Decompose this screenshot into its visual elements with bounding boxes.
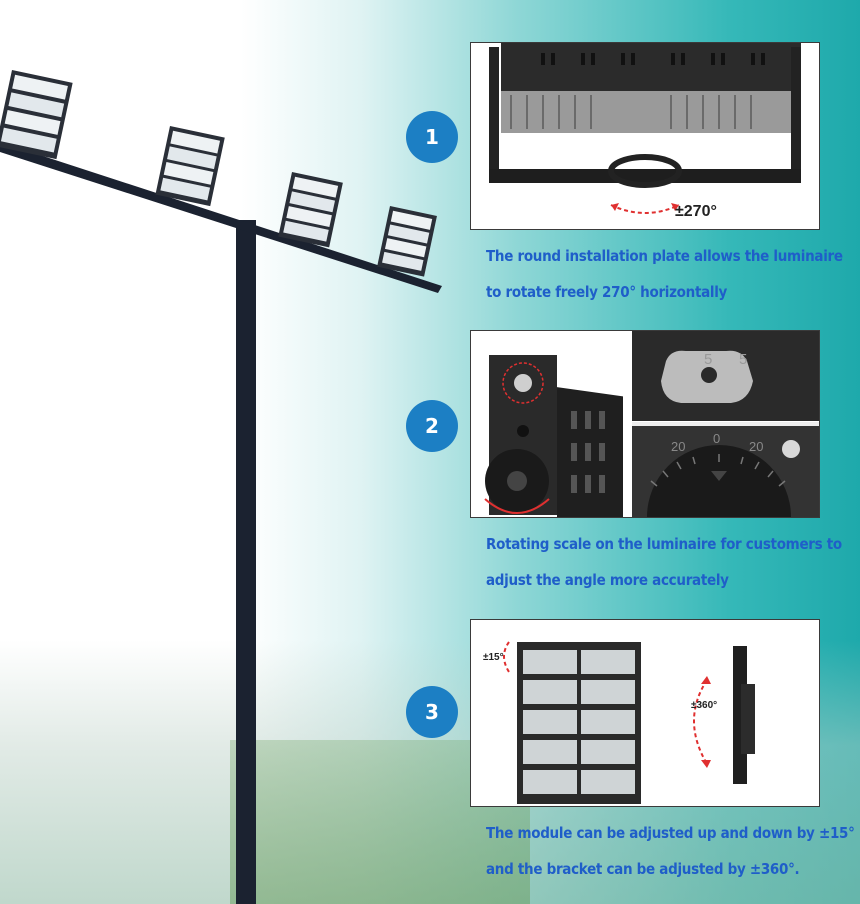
step-badge-1: 1	[406, 111, 458, 163]
feature-2-photo: 5 5 20 0 20	[470, 330, 820, 518]
feature-1-caption-line-2: to rotate freely 270° horizontally	[486, 283, 728, 301]
feature-1-caption: The round installation plate allows the …	[486, 238, 843, 310]
step-badge-3: 3	[406, 686, 458, 738]
feature-2-caption: Rotating scale on the luminaire for cust…	[486, 526, 842, 598]
feature-3-caption: The module can be adjusted up and down b…	[486, 815, 855, 887]
pole-mast	[236, 220, 256, 904]
scale-mark-20-left: 20	[671, 439, 686, 454]
feature-1-caption-line-1: The round installation plate allows the …	[486, 247, 843, 265]
step-badge-2: 2	[406, 400, 458, 452]
scale-mark-5b: 5	[739, 351, 748, 368]
feature-3-photo: ±15° ±360°	[470, 619, 820, 807]
module-adjustment-illustration	[503, 641, 755, 804]
scale-mark-20-right: 20	[749, 439, 764, 454]
floodlight-3	[278, 172, 343, 248]
module-stack	[517, 642, 641, 804]
scale-mark-0: 0	[713, 431, 721, 446]
rotating-scale-illustration	[471, 331, 819, 517]
floodlight-2	[155, 126, 225, 207]
module-tilt-label: ±15°	[483, 652, 504, 663]
feature-2-caption-line-1: Rotating scale on the luminaire for cust…	[486, 535, 842, 553]
light-pole-illustration	[0, 70, 442, 904]
scale-mark-5a: 5	[704, 351, 713, 368]
feature-2-caption-line-2: adjust the angle more accurately	[486, 571, 729, 589]
feature-1-photo: ±270°	[470, 42, 820, 230]
feature-3-caption-line-1: The module can be adjusted up and down b…	[486, 824, 855, 842]
mounting-plate-illustration	[489, 43, 801, 214]
floodlight-4	[377, 206, 437, 277]
bracket-rotation-label: ±360°	[691, 700, 718, 711]
rotation-angle-label: ±270°	[675, 203, 717, 220]
feature-3-caption-line-2: and the bracket can be adjusted by ±360°…	[486, 860, 800, 878]
floodlight-1	[0, 70, 73, 160]
pole-crossarm	[0, 142, 442, 293]
